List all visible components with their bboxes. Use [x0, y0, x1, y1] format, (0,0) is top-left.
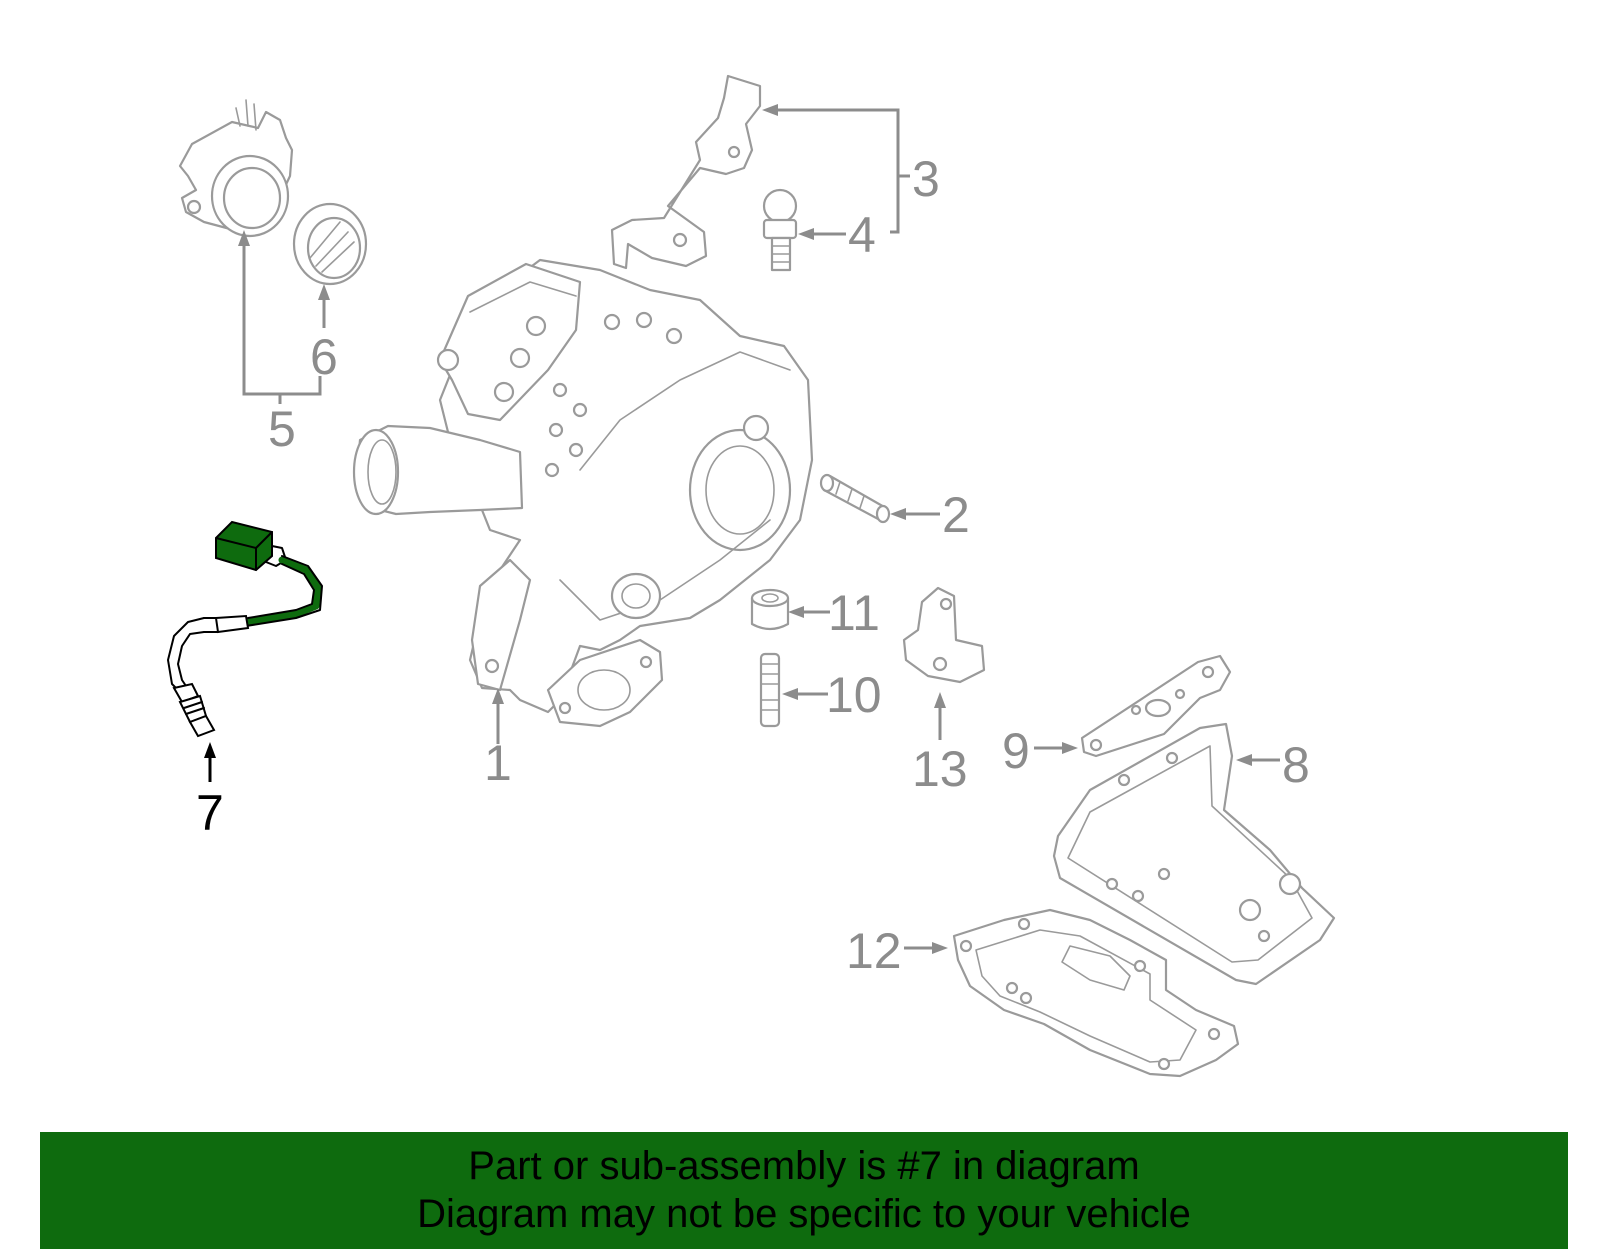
callout-8: 8 [1236, 737, 1310, 793]
part-1-turbocharger[interactable] [352, 258, 814, 728]
callout-13: 13 [912, 692, 968, 797]
part-7-oxygen-sensor[interactable] [167, 520, 323, 738]
callout-6: 6 [310, 284, 338, 385]
svg-text:2: 2 [942, 487, 970, 543]
callout-10: 10 [782, 667, 882, 723]
callout-11: 11 [788, 585, 880, 641]
svg-text:13: 13 [912, 741, 968, 797]
callout-5: 5 [238, 230, 322, 457]
svg-text:10: 10 [826, 667, 882, 723]
callout-2: 2 [890, 487, 970, 543]
part-8-oil-cooler[interactable] [1052, 722, 1336, 986]
banner-line-2: Diagram may not be specific to your vehi… [417, 1192, 1191, 1236]
svg-text:6: 6 [310, 329, 338, 385]
svg-text:4: 4 [848, 207, 876, 263]
part-12-gasket[interactable] [952, 908, 1240, 1078]
part-4-bolt[interactable] [762, 188, 798, 272]
callout-7: 7 [196, 742, 224, 841]
info-banner: Part or sub-assembly is #7 in diagram Di… [40, 1132, 1568, 1249]
svg-text:9: 9 [1002, 723, 1030, 779]
banner-line-1: Part or sub-assembly is #7 in diagram [468, 1144, 1140, 1188]
svg-text:12: 12 [846, 923, 902, 979]
svg-text:1: 1 [484, 735, 512, 791]
part-5-intake-connector[interactable] [178, 99, 294, 238]
callout-4: 4 [798, 207, 876, 263]
part-13-bracket[interactable] [902, 586, 986, 684]
callout-9: 9 [1002, 723, 1078, 779]
callout-12: 12 [846, 923, 948, 979]
part-6-sleeve[interactable] [292, 202, 368, 286]
svg-text:8: 8 [1282, 737, 1310, 793]
svg-text:3: 3 [912, 151, 940, 207]
part-10-stud[interactable] [759, 652, 781, 728]
svg-text:11: 11 [828, 585, 880, 641]
callout-1: 1 [484, 688, 512, 791]
part-3-bracket[interactable] [610, 74, 762, 270]
part-11-nut[interactable] [750, 588, 790, 631]
svg-text:7: 7 [196, 785, 224, 841]
part-9-gasket[interactable] [1080, 654, 1232, 758]
part-2-stud[interactable] [819, 473, 891, 524]
callout-3: 3 [762, 104, 940, 234]
svg-text:5: 5 [268, 401, 296, 457]
